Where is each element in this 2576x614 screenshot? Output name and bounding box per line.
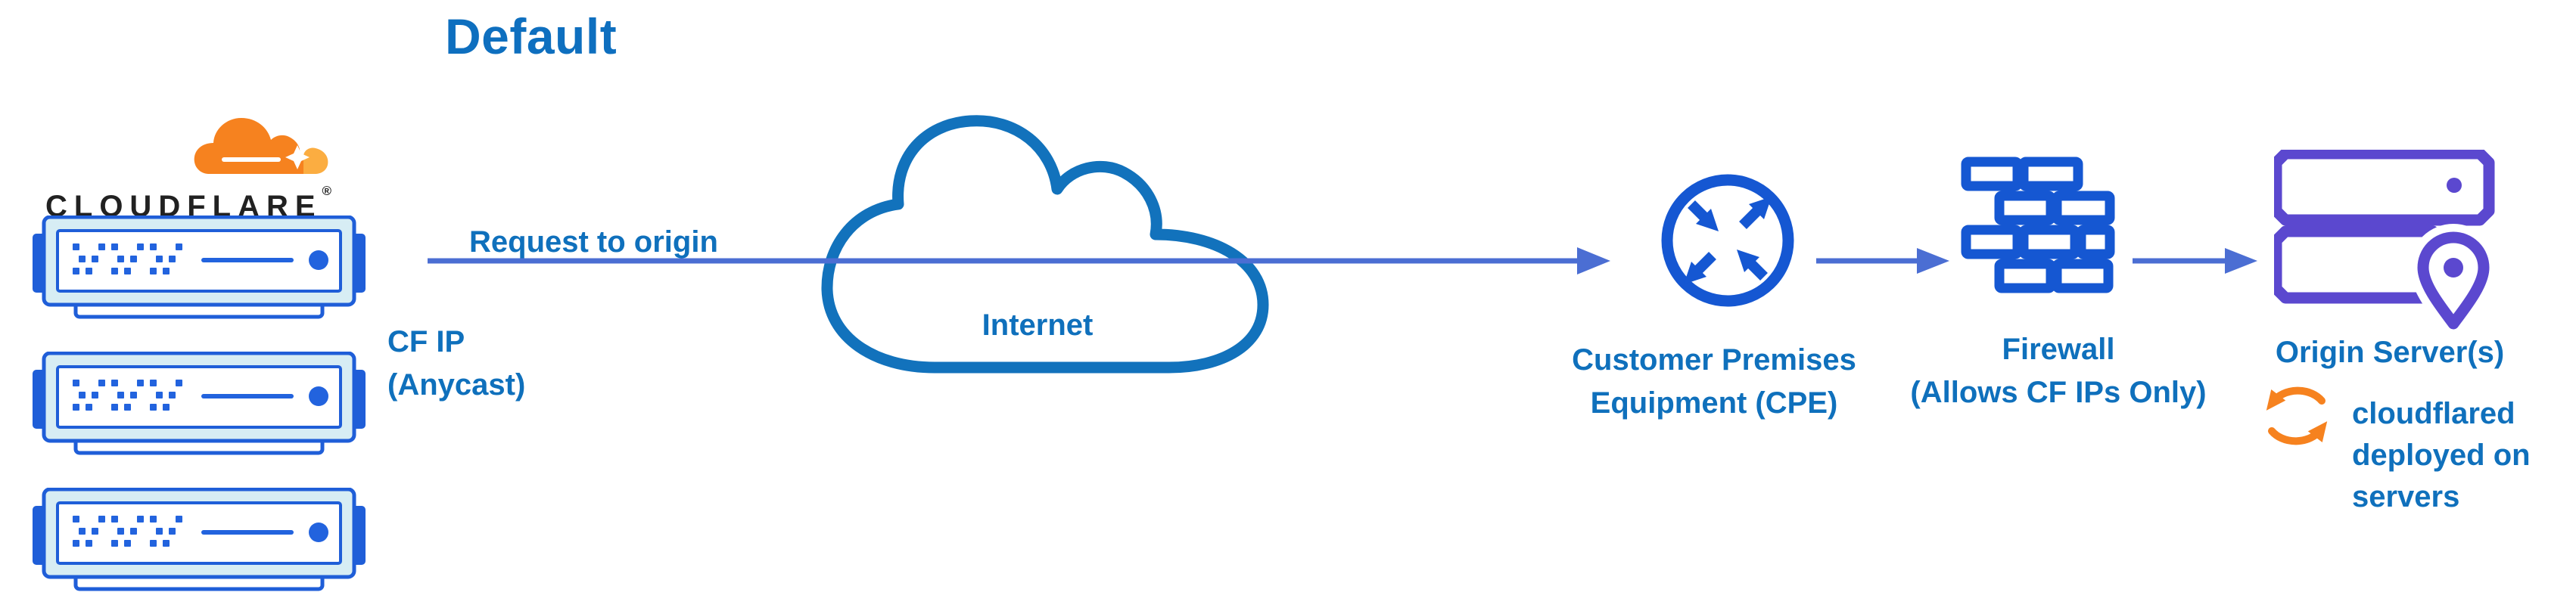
cloudflare-logo-icon <box>194 118 328 174</box>
arrow-head-to-firewall <box>1917 248 1949 274</box>
cloudflared-note-line3: servers <box>2352 480 2460 513</box>
origin-servers-label: Origin Server(s) <box>2275 336 2505 369</box>
origin-server-top <box>2274 150 2495 226</box>
sync-arrows-icon <box>2266 386 2328 445</box>
cf-ip-line2: (Anycast) <box>387 368 526 402</box>
cpe-label-line1: Customer Premises <box>1572 343 1856 377</box>
firewall-label-line2: (Allows CF IPs Only) <box>1910 376 2207 409</box>
firewall-label-line1: Firewall <box>2002 333 2115 366</box>
arrow-head-to-cpe <box>1577 247 1610 274</box>
cpe-label: Customer Premises Equipment (CPE) <box>1544 339 1884 425</box>
location-pin-icon <box>2417 231 2490 330</box>
arrow-head-to-origin <box>2225 248 2257 274</box>
cloudflared-note: cloudflared deployed on servers <box>2352 393 2531 518</box>
cloudflared-note-line1: cloudflared <box>2352 397 2515 430</box>
router-arrows-icon <box>1661 174 1794 307</box>
internet-cloud-icon <box>821 115 1269 374</box>
diagram-title: Default <box>445 8 618 64</box>
cpe-label-line2: Equipment (CPE) <box>1590 386 1838 420</box>
firewall-label: Firewall (Allows CF IPs Only) <box>1884 328 2232 414</box>
internet-label: Internet <box>982 309 1094 342</box>
cloudflared-note-line2: deployed on <box>2352 439 2531 472</box>
origin-servers-pin-icon <box>2274 150 2495 330</box>
registered-mark: ® <box>322 184 332 198</box>
cf-ip-label: CF IP (Anycast) <box>387 321 525 407</box>
cf-ip-line1: CF IP <box>387 325 465 358</box>
brick-wall-icon <box>1961 157 2115 293</box>
request-to-origin-label: Request to origin <box>469 225 718 259</box>
